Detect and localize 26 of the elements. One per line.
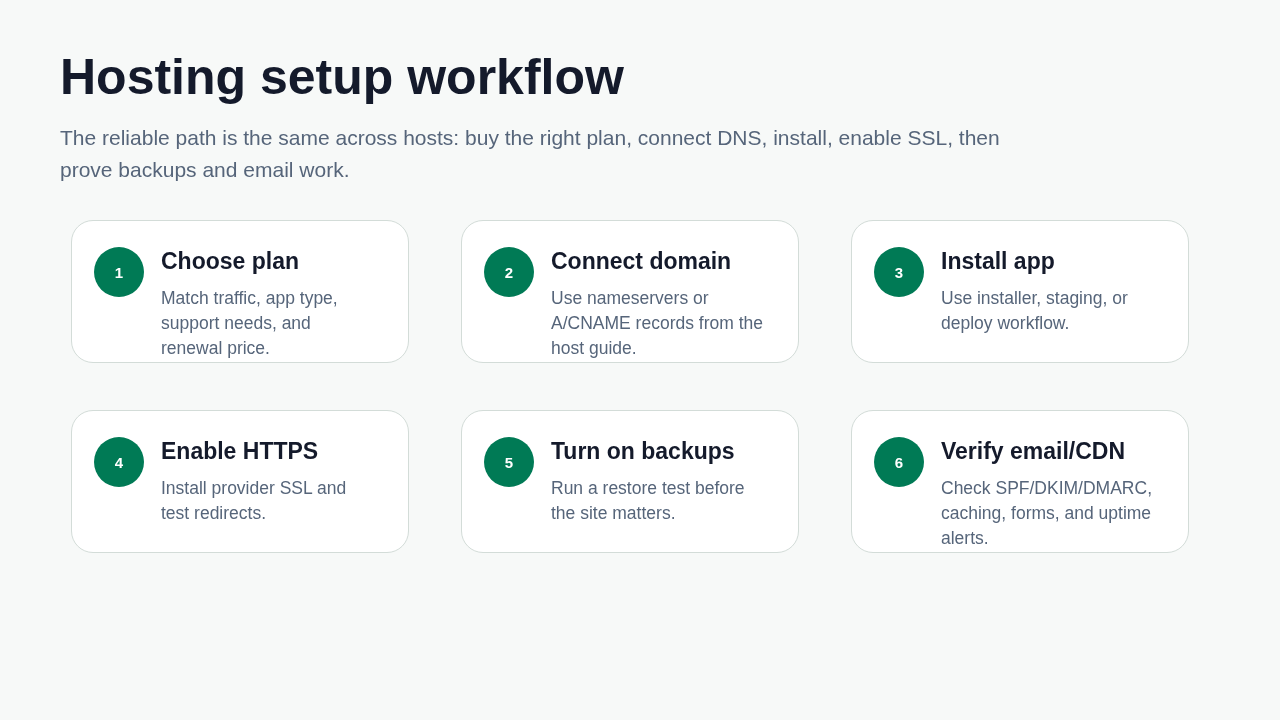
step-heading: Install app bbox=[941, 248, 1055, 275]
step-heading: Verify email/CDN bbox=[941, 438, 1126, 465]
step-number: 6 bbox=[874, 437, 924, 487]
step-heading: Enable HTTPS bbox=[161, 438, 319, 465]
step-number: 3 bbox=[874, 247, 924, 297]
subtitle: The reliable path is the same across hosts: buy the right plan, connect DNS, install, enable SSL, then prove backups and email work. bbox=[60, 125, 1001, 183]
step-number: 4 bbox=[94, 437, 144, 487]
step-description: Use installer, staging, or deploy workflow. bbox=[941, 287, 1129, 335]
step-number: 5 bbox=[484, 437, 534, 487]
step-description: Match traffic, app type, support needs, and renewal price. bbox=[161, 287, 339, 360]
step-number: 1 bbox=[94, 247, 144, 297]
step-card bbox=[71, 220, 409, 363]
step-card bbox=[461, 220, 799, 363]
step-heading: Connect domain bbox=[551, 248, 732, 275]
step-description: Install provider SSL and test redirects. bbox=[161, 477, 348, 525]
step-card bbox=[851, 220, 1189, 363]
step-heading: Choose plan bbox=[161, 248, 299, 275]
step-number: 2 bbox=[484, 247, 534, 297]
step-description: Run a restore test before the site matters. bbox=[551, 477, 746, 525]
title: Hosting setup workflow bbox=[60, 48, 624, 106]
step-heading: Turn on backups bbox=[551, 438, 735, 465]
step-description: Check SPF/DKIM/DMARC, caching, forms, and uptime alerts. bbox=[941, 477, 1153, 550]
step-card bbox=[851, 410, 1189, 553]
step-card bbox=[71, 410, 409, 553]
step-description: Use nameservers or A/CNAME records from the host guide. bbox=[551, 287, 764, 360]
step-card bbox=[461, 410, 799, 553]
